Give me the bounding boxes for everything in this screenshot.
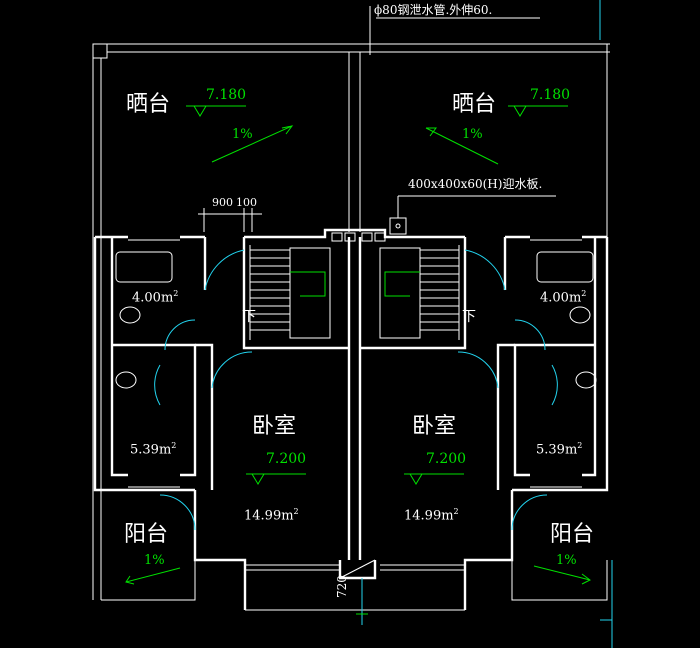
center-column-diag [339,559,376,579]
door-swing-balcony-right [511,494,548,531]
terrace-elev-mark-left [193,105,207,117]
toilet-left [119,306,141,324]
stair-treads-left [250,247,331,339]
balcony-slope-left: 1% [144,553,165,568]
door-swing-balcony-left [159,494,196,531]
terrace-slope-arrow-left [211,125,293,163]
door-swing-top-left [204,249,245,291]
terrace-slope-arrow-right [425,127,499,165]
bedroom-elev-left: 7.200 [266,451,307,467]
bedroom-label-right: 卧室 [412,414,457,439]
terrace-elev-right: 7.180 [530,87,571,103]
balcony-right-rail [511,560,608,601]
drain-box-3 [361,232,373,242]
stair-down-right: 下 [462,309,476,325]
balcony-slope-head-right [581,573,591,585]
drain-box-1 [331,232,343,242]
left-bath-partition [112,343,197,477]
terrace-slope-left: 1% [232,127,253,142]
bathtub-left [115,251,173,283]
drain-box-4 [374,232,386,242]
wall-left [93,237,195,492]
balcony-slope-right: 1% [556,553,577,568]
bathtub-right [536,251,594,283]
bath-area-right: 4.00m2 [540,289,587,306]
stair-arrow-right [384,271,420,297]
balcony-label-right: 阳台 [550,522,595,547]
wall-bottom-right [463,490,514,610]
door-swing-wash-right [551,364,558,406]
left-wash-wall [195,343,214,490]
bed-elev-mark-left [251,473,265,485]
bedroom-area-right: 14.99m2 [404,507,459,524]
balcony-slope-head-left [125,575,135,585]
door-swing-top-right [464,249,506,291]
toilet-right [569,306,591,324]
drain-pipe-note: ϕ80钢泄水管.外伸60. [374,3,493,17]
door-swing-bath-left [164,319,196,351]
door-swing-bed-left [211,351,253,389]
door-swing-bath-right [514,319,546,351]
wash-area-right: 5.39m2 [536,441,583,458]
balcony-label-left: 阳台 [124,522,169,547]
sink-right [575,371,597,389]
door-swing-bed-right [457,351,499,389]
dim-720-label: 720 [335,575,349,598]
right-wash-wall [496,343,515,490]
door-swing-wash-left [154,364,161,406]
balcony-slope-arrow-left [125,567,181,583]
bedroom-label-left: 卧室 [252,414,297,439]
wall-bottom-left [193,490,247,610]
bath-area-left: 4.00m2 [132,289,179,306]
terrace-label-left: 晒台 [126,92,171,117]
water-board-dot [395,223,401,229]
wash-area-left: 5.39m2 [130,441,177,458]
wall-top-center [244,228,465,239]
bedroom-area-left: 14.99m2 [244,507,299,524]
stair-treads-right [379,247,459,339]
balcony-slope-arrow-right [533,565,591,581]
terrace-slope-right: 1% [462,127,483,142]
bed-elev-mark-right [409,473,423,485]
stair-wall-left [242,237,349,350]
stair-wall-right [360,237,467,350]
terrace-slope-head-right [426,127,437,137]
terrace-elev-mark-right [513,105,527,117]
balcony-left-rail [101,560,196,601]
dim-100-label: 100 [236,196,257,209]
right-inner-wall [582,237,597,477]
left-inner-wall [110,237,128,477]
stair-down-left: 下 [242,309,256,325]
center-column [338,560,377,580]
sink-left [115,371,137,389]
bedroom-elev-right: 7.200 [426,451,467,467]
water-board-box [389,217,407,235]
terrace-slope-head-left [281,125,294,135]
wall-right [512,237,609,492]
water-board-note: 400x400x60(H)迎水板. [408,177,543,191]
stair-arrow-left [290,271,326,297]
right-bath-partition [513,343,595,477]
column-top-left [92,43,108,59]
terrace-label-right: 晒台 [452,92,497,117]
terrace-elev-left: 7.180 [206,87,247,103]
dim-900-label: 900 [212,196,233,209]
